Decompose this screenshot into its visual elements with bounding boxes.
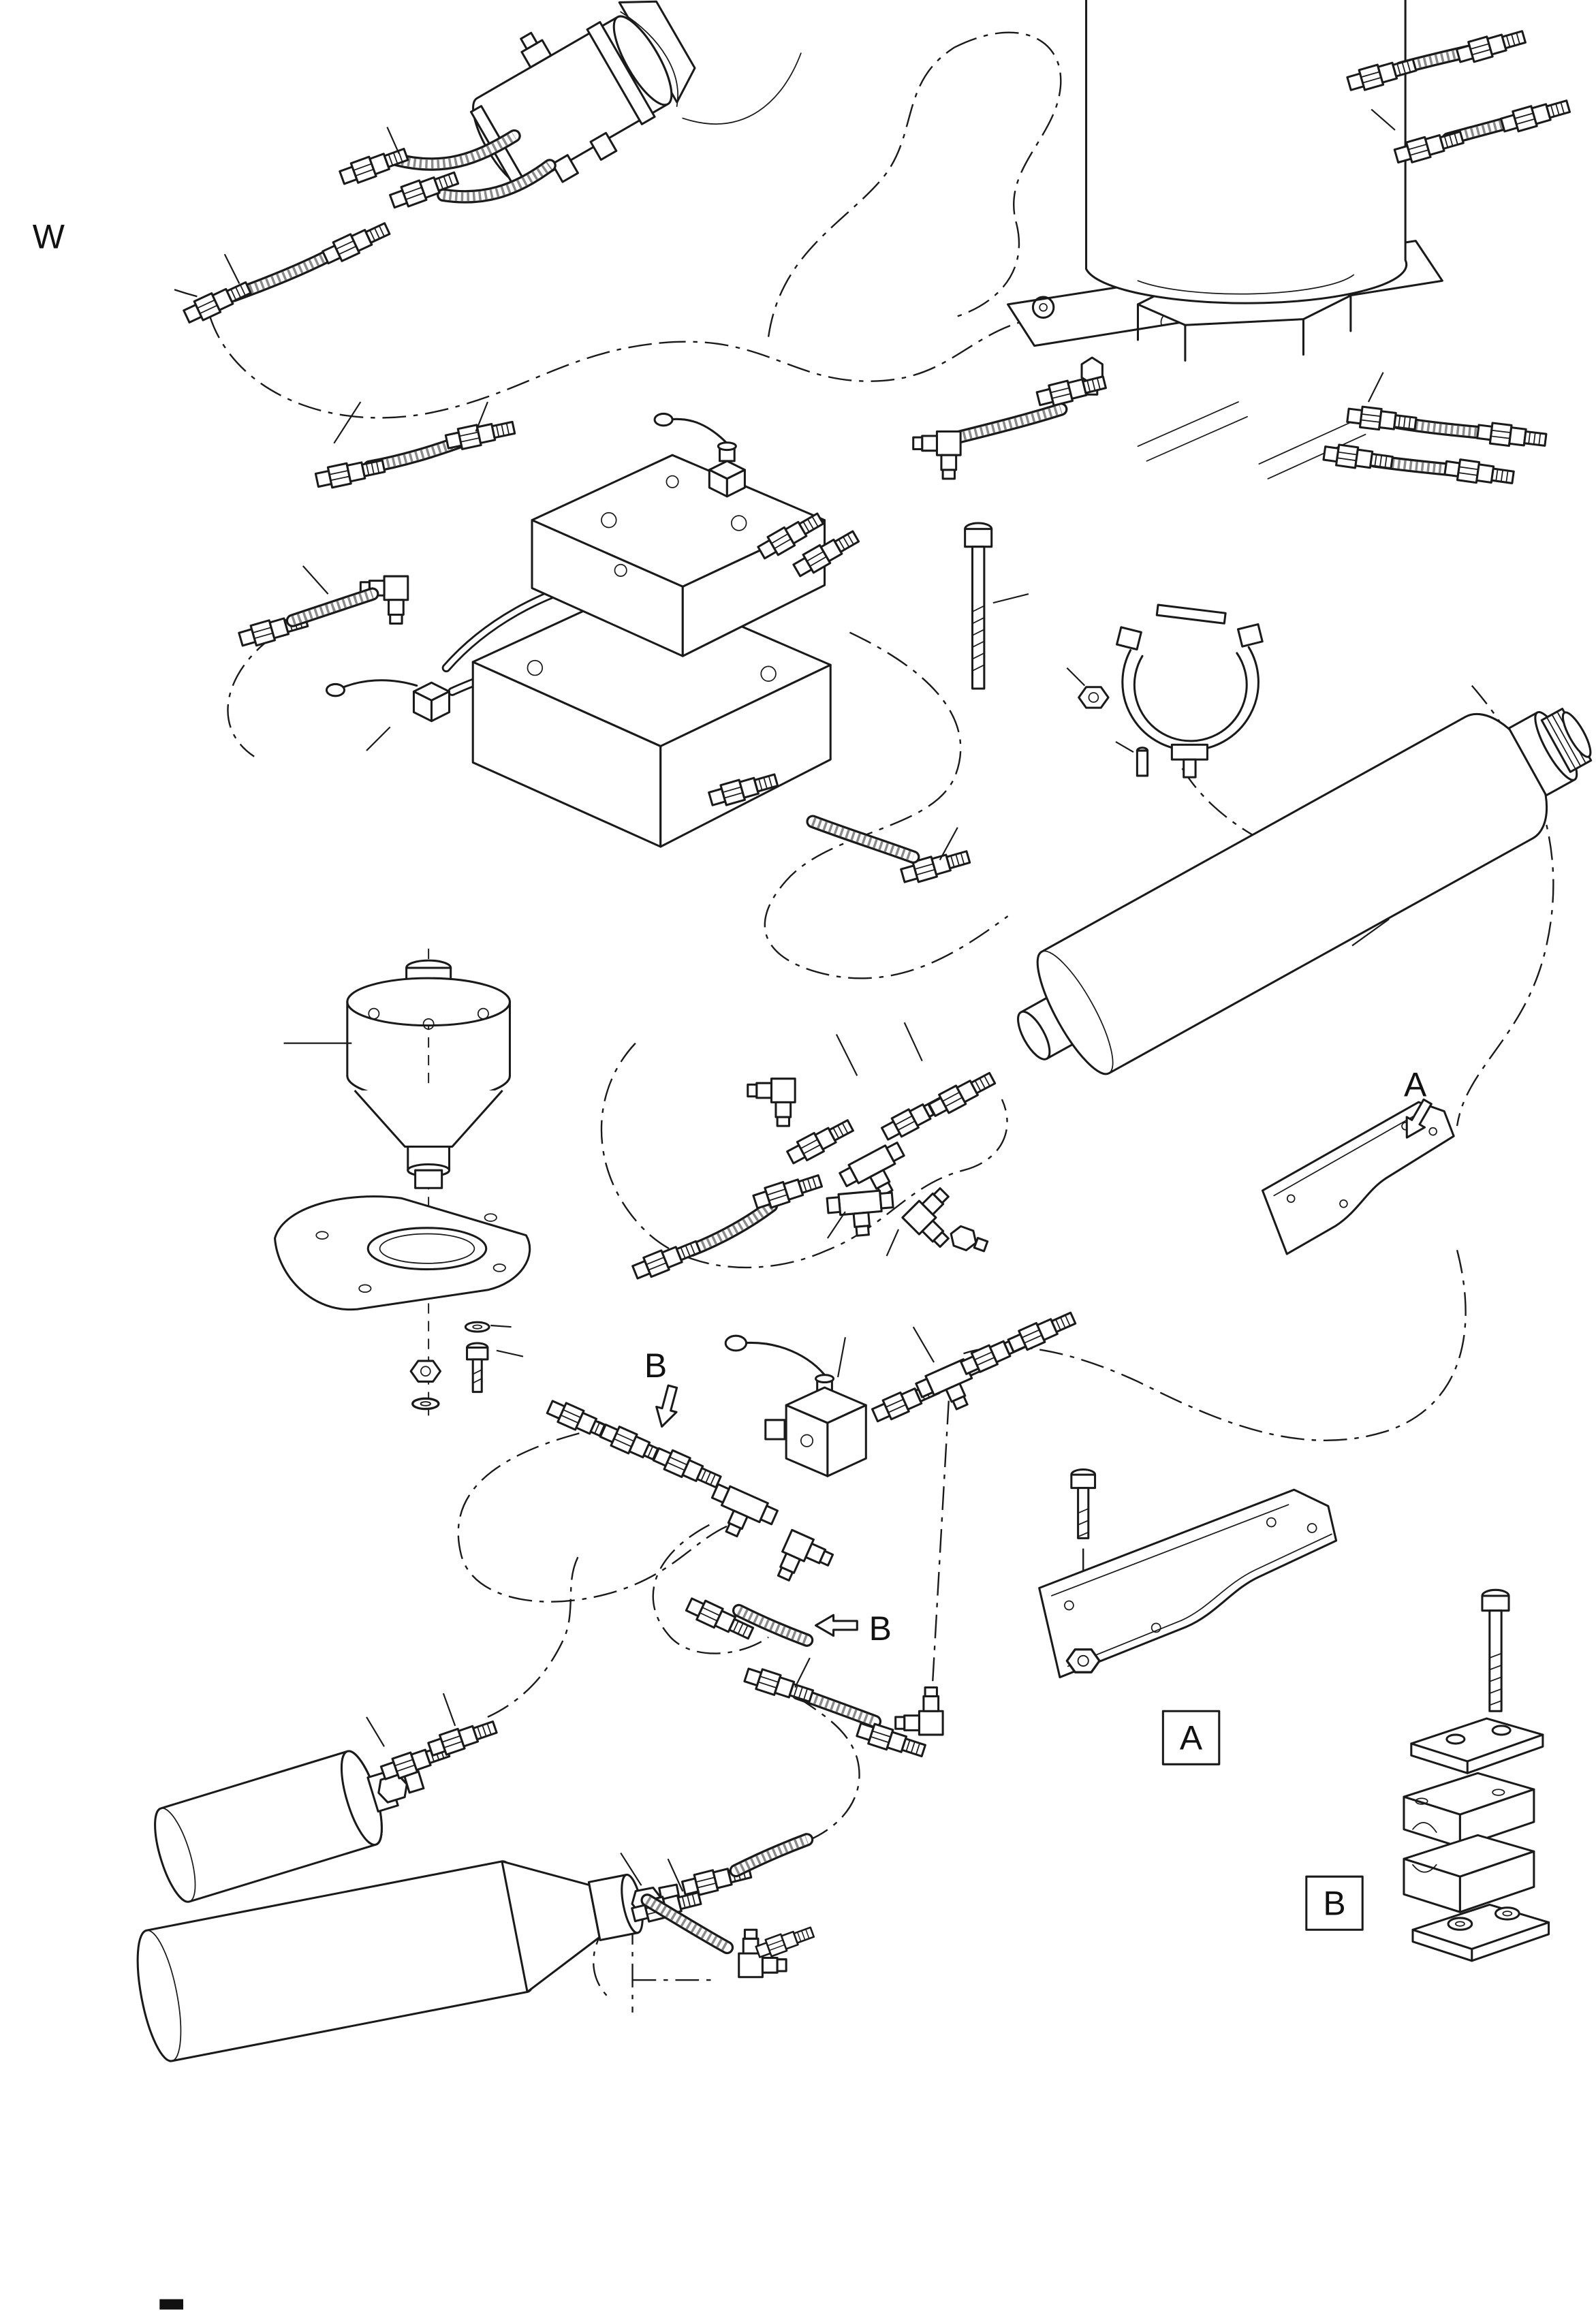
callout-a-label: A — [1404, 1066, 1427, 1104]
detail-box-b: B — [1305, 1875, 1364, 1931]
dowel-pin — [1115, 741, 1149, 777]
page-edge-mark — [159, 2299, 184, 2310]
detail-box-a-label: A — [1180, 1719, 1203, 1757]
mounting-plate — [274, 1195, 531, 1311]
upper-left-hose-group — [181, 127, 557, 492]
ball-valve-center — [724, 1307, 1078, 1477]
tank-hose-group — [912, 25, 1572, 489]
center-hose-cluster — [630, 1022, 999, 1283]
clamp-bottom-plate — [1411, 1903, 1550, 1962]
band-clamp — [1116, 603, 1264, 779]
pump-assembly — [469, 0, 802, 187]
hose-chain-b-upper: B B — [544, 1347, 892, 1648]
hex-bolt-bracket — [1070, 1468, 1097, 1539]
detail-box-b-label: B — [1323, 1885, 1345, 1923]
callout-b-upper-arrow-icon — [651, 1383, 684, 1430]
valve-manifold — [236, 412, 973, 887]
callout-b-lower-label: B — [869, 1609, 892, 1648]
hex-bolt-clamp — [1481, 1588, 1510, 1712]
clamp-plate-a-detail: A — [1038, 1468, 1338, 1765]
pressure-valve — [283, 959, 511, 1189]
hex-bolt-long — [964, 522, 1029, 690]
accumulator-cylinder — [1017, 708, 1593, 1075]
plate-fasteners — [409, 1321, 524, 1411]
ball-valve-top — [653, 412, 746, 498]
clamp-plate-a: A — [1261, 1066, 1455, 1255]
clamp-top-plate — [1410, 1717, 1544, 1774]
pipe-clamp-assembly: B — [1305, 1588, 1550, 1962]
lower-center-hose — [742, 1657, 944, 1762]
cylinder-large — [136, 1833, 814, 2062]
hex-nut-clamp — [1066, 667, 1110, 709]
callout-b-lower-arrow-icon — [815, 1614, 858, 1637]
view-marker-label: W — [33, 217, 65, 255]
clamp-block-upper — [1403, 1772, 1535, 1849]
detail-box-a: A — [1161, 1710, 1221, 1765]
cylinder-small — [154, 1693, 499, 1903]
hex-nut-bracket — [1065, 1648, 1101, 1673]
bottom-elbow-fitting — [640, 1858, 816, 1979]
hydraulic-tank — [1007, 0, 1443, 480]
clamp-block-lower — [1403, 1834, 1535, 1913]
callout-b-upper-label: B — [644, 1347, 667, 1385]
ball-valve-left — [325, 679, 451, 723]
